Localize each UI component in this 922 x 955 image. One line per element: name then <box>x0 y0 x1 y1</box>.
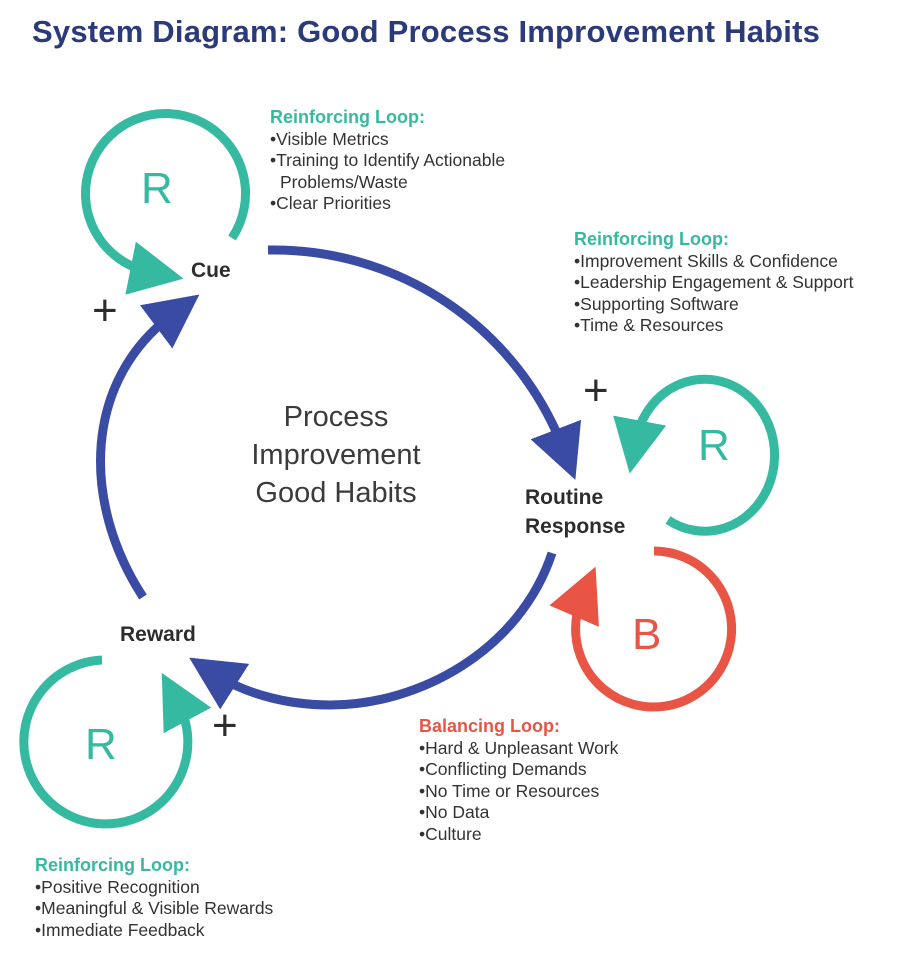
node-reward: Reward <box>120 623 196 646</box>
note-cue-item: Visible Metrics <box>270 129 562 151</box>
note-cue-item: Training to Identify Actionable Problems… <box>270 150 562 193</box>
note-routine-item: Improvement Skills & Confidence <box>574 251 854 273</box>
routine-loop-letter: R <box>698 421 730 470</box>
note-balancing-item: No Data <box>419 802 618 824</box>
note-reward-item: Positive Recognition <box>35 877 273 899</box>
cue-loop-letter: R <box>141 164 173 213</box>
center-label-line-3: Good Habits <box>255 477 417 509</box>
center-label-line-1: Process <box>283 401 389 433</box>
center-label: Process Improvement Good Habits <box>206 398 466 512</box>
node-routine-line-1: Routine <box>525 486 604 509</box>
cue-reinforcing-loop-arrow <box>81 109 250 295</box>
note-balancing-heading: Balancing Loop: <box>419 716 560 736</box>
note-routine-list: Improvement Skills & Confidence Leadersh… <box>574 251 854 337</box>
node-routine-line-2: Response <box>525 515 626 538</box>
note-cue-heading: Reinforcing Loop: <box>270 107 425 127</box>
note-reward-list: Positive Recognition Meaningful & Visibl… <box>35 877 273 942</box>
note-reward-item: Immediate Feedback <box>35 920 273 942</box>
note-balancing-item: Culture <box>419 824 618 846</box>
note-cue: Reinforcing Loop: Visible Metrics Traini… <box>270 107 562 215</box>
balancing-loop-letter: B <box>632 610 662 659</box>
arrow-cue-to-routine <box>267 245 582 480</box>
note-routine: Reinforcing Loop: Improvement Skills & C… <box>574 229 854 337</box>
center-label-line-2: Improvement <box>251 439 421 471</box>
note-reward: Reinforcing Loop: Positive Recognition M… <box>35 855 273 941</box>
note-balancing-list: Hard & Unpleasant Work Conflicting Deman… <box>419 738 618 846</box>
arrow-routine-to-reward <box>189 551 557 710</box>
page-title: System Diagram: Good Process Improvement… <box>32 14 821 49</box>
note-routine-item: Leadership Engagement & Support <box>574 272 853 294</box>
arrow-reward-to-cue <box>96 294 200 600</box>
plus-sign-cue: + <box>92 286 118 335</box>
note-cue-list: Visible Metrics Training to Identify Act… <box>270 129 562 215</box>
note-reward-heading: Reinforcing Loop: <box>35 855 190 875</box>
note-balancing-item: Hard & Unpleasant Work <box>419 738 618 760</box>
routine-balancing-loop-arrow <box>549 546 737 712</box>
note-routine-heading: Reinforcing Loop: <box>574 229 729 249</box>
note-routine-item: Supporting Software <box>574 294 854 316</box>
note-balancing-item: Conflicting Demands <box>419 759 618 781</box>
reward-reinforcing-loop-arrow <box>19 655 212 829</box>
note-balancing-item: No Time or Resources <box>419 781 618 803</box>
reward-loop-letter: R <box>85 720 117 769</box>
plus-sign-routine: + <box>583 366 609 415</box>
node-routine-response: Routine Response <box>525 483 625 541</box>
note-cue-item: Clear Priorities <box>270 193 562 215</box>
routine-reinforcing-loop-arrow <box>613 374 780 536</box>
note-balancing: Balancing Loop: Hard & Unpleasant Work C… <box>419 716 618 846</box>
node-cue: Cue <box>191 259 231 282</box>
plus-sign-reward: + <box>212 701 238 750</box>
note-reward-item: Meaningful & Visible Rewards <box>35 898 273 920</box>
note-routine-item: Time & Resources <box>574 315 854 337</box>
